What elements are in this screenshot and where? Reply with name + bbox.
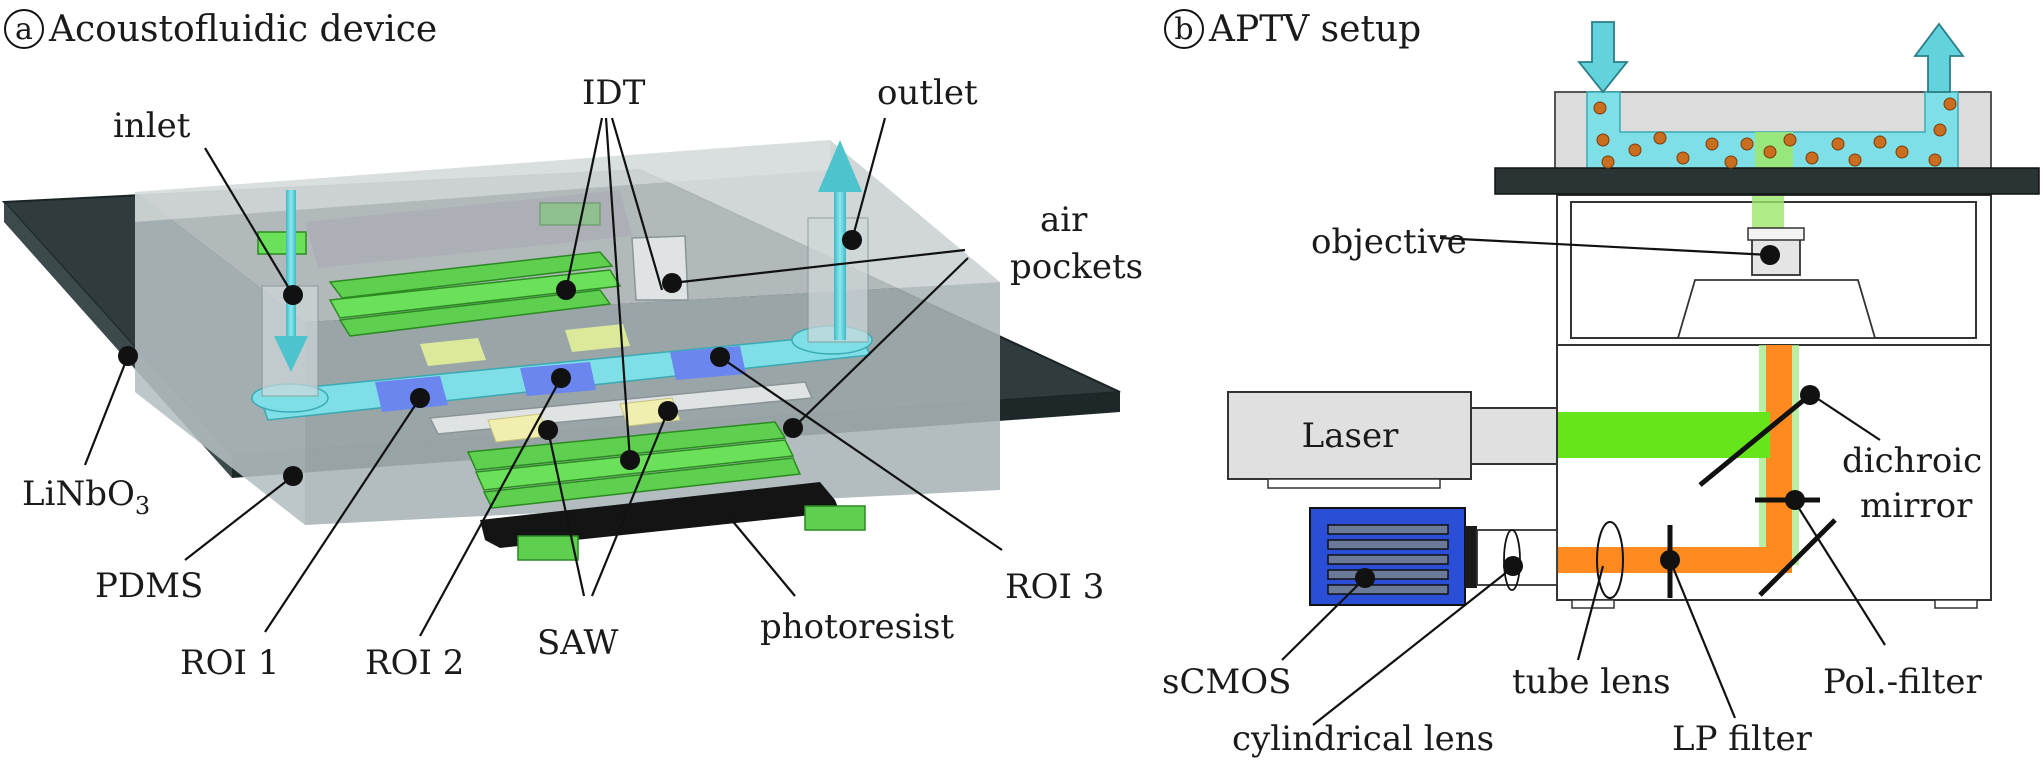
panel-b-leaders xyxy=(1281,236,1886,726)
label-linbo3-subscript: 3 xyxy=(135,492,150,520)
label-air-pockets-line1: air xyxy=(1040,200,1088,240)
label-inlet: inlet xyxy=(113,106,191,146)
label-dichroic-line2: mirror xyxy=(1860,486,1973,526)
label-saw: SAW xyxy=(537,623,618,663)
panel-b-title: APTV setup xyxy=(1208,9,1421,50)
idt-back xyxy=(257,190,632,337)
label-linbo3-main: LiNbO xyxy=(22,474,135,514)
panel-a-letter-circle xyxy=(4,9,44,49)
inlet-port xyxy=(261,190,319,397)
air-pocket-back xyxy=(631,235,689,301)
panel-b: b APTV setup xyxy=(1162,9,2040,759)
panel-b-labels: objective dichroic mirror sCMOS tube len… xyxy=(1162,222,1982,759)
excitation-beam xyxy=(1557,412,1770,458)
label-laser: Laser xyxy=(1302,416,1399,456)
label-cylindrical-lens: cylindrical lens xyxy=(1232,719,1494,759)
inlet-arrow-shaft xyxy=(286,190,296,340)
pol-filter xyxy=(1755,490,1837,597)
panel-a-header: a Acoustofluidic device xyxy=(4,9,437,50)
label-scmos: sCMOS xyxy=(1162,662,1291,702)
panel-b-letter: b xyxy=(1174,12,1193,47)
panel-a-title: Acoustofluidic device xyxy=(48,9,437,50)
panel-a-leaders xyxy=(83,117,1003,637)
chip-on-stage xyxy=(1494,21,2040,195)
inflow-arrow-icon xyxy=(1577,21,1629,94)
panel-b-header: b APTV setup xyxy=(1164,9,1421,50)
label-outlet: outlet xyxy=(877,73,978,113)
dichroic-mirror xyxy=(1698,385,1820,487)
outlet-arrow-head-icon xyxy=(818,140,862,192)
label-roi1: ROI 1 xyxy=(180,643,279,683)
objective-lens xyxy=(1676,196,1877,339)
panel-a: a Acoustofluidic device xyxy=(1,9,1143,683)
stage-plate xyxy=(1494,167,2040,195)
label-roi3: ROI 3 xyxy=(1005,567,1104,607)
tracer-particles xyxy=(1593,97,1957,169)
laser-unit: Laser xyxy=(1227,391,1558,489)
inlet-arrow-head-icon xyxy=(274,336,308,372)
outflow-arrow-icon xyxy=(1913,22,1965,93)
label-idt: IDT xyxy=(582,73,646,113)
label-objective: objective xyxy=(1311,222,1467,262)
panel-a-letter: a xyxy=(15,12,33,47)
roi-3-patch xyxy=(670,346,746,380)
label-roi2: ROI 2 xyxy=(365,643,464,683)
label-pol-filter: Pol.-filter xyxy=(1823,662,1982,702)
label-pdms: PDMS xyxy=(95,566,203,606)
label-linbo3: LiNbO3 xyxy=(22,474,150,520)
label-tube-lens: tube lens xyxy=(1512,662,1671,702)
tube-lens-icon xyxy=(1596,521,1624,599)
label-photoresist: photoresist xyxy=(760,607,954,647)
panel-a-labels: inlet IDT outlet air pockets LiNbO3 PDMS… xyxy=(22,73,1143,683)
label-lp-filter: LP filter xyxy=(1672,719,1813,759)
scmos-camera xyxy=(1309,507,1558,606)
label-air-pockets-line2: pockets xyxy=(1010,247,1143,287)
panel-b-letter-circle xyxy=(1164,9,1204,49)
label-dichroic-line1: dichroic xyxy=(1842,441,1982,481)
